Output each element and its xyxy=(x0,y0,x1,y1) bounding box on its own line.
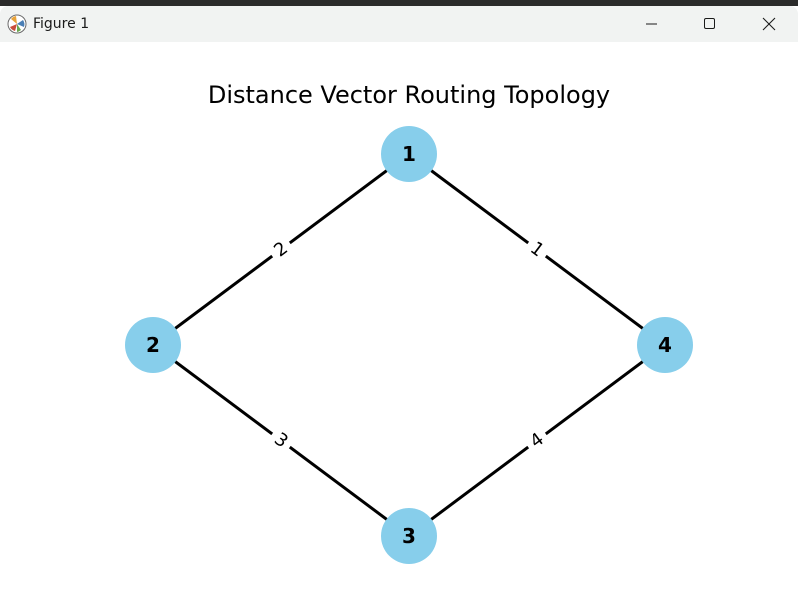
matplotlib-icon xyxy=(7,14,27,34)
node-4 xyxy=(637,317,693,373)
node-2 xyxy=(125,317,181,373)
minimize-button[interactable] xyxy=(623,6,681,42)
close-button[interactable] xyxy=(740,6,798,42)
node-label: 1 xyxy=(402,142,416,166)
plot-title: Distance Vector Routing Topology xyxy=(207,81,611,109)
window-title: Figure 1 xyxy=(33,16,90,32)
minimize-icon xyxy=(646,23,657,25)
node-label: 3 xyxy=(402,524,416,548)
edge-label-background xyxy=(265,234,297,265)
maximize-icon xyxy=(704,18,715,29)
close-icon xyxy=(762,17,776,31)
figure-window: Figure 1 Distance Vector Routing Topolog… xyxy=(0,6,798,601)
title-bar[interactable]: Figure 1 xyxy=(0,6,798,42)
desktop-background xyxy=(0,0,798,6)
maximize-button[interactable] xyxy=(681,6,739,42)
edge-label-background xyxy=(521,425,553,456)
edge-label-background xyxy=(265,425,297,456)
node-label: 4 xyxy=(658,333,672,357)
edge-label-background xyxy=(521,234,553,265)
node-label: 2 xyxy=(146,333,160,357)
node-1 xyxy=(381,126,437,182)
node-3 xyxy=(381,508,437,564)
